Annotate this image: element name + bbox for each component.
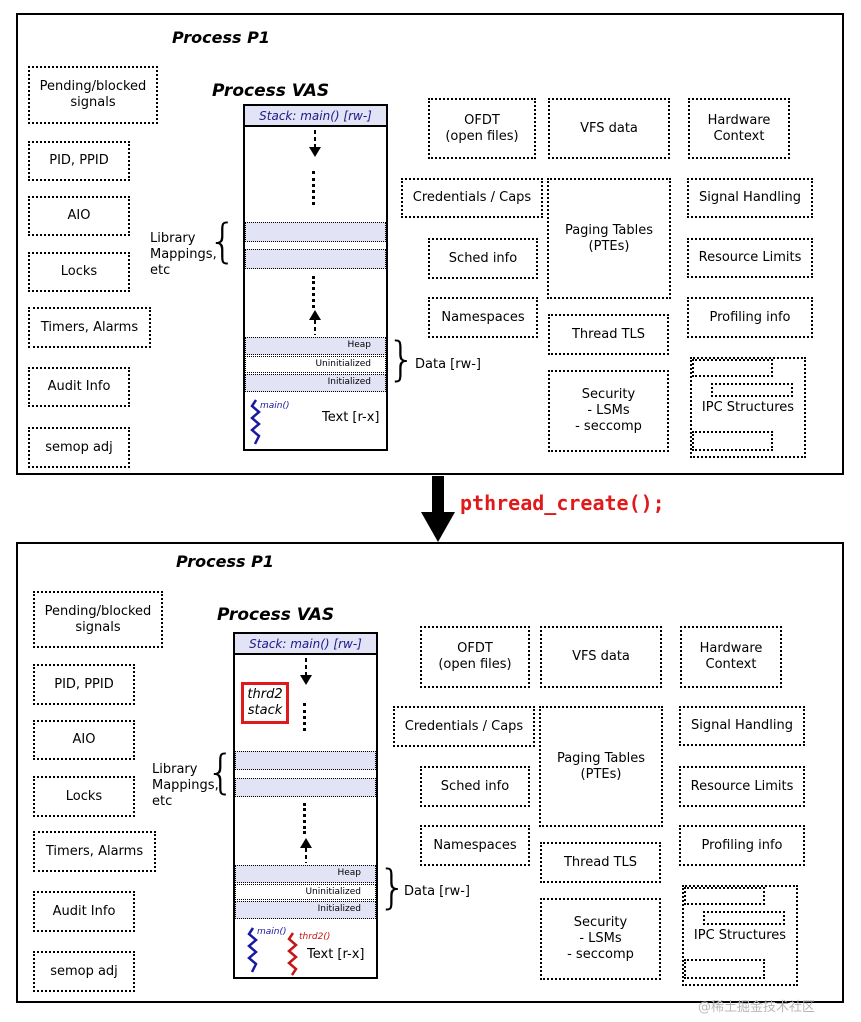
semop-box: semop adj (33, 951, 135, 992)
process-title: Process P1 (176, 552, 274, 571)
thread2-label: thrd2() (299, 932, 331, 942)
ipc-sub-box (711, 383, 793, 397)
uninitialized-segment: Uninitialized (245, 356, 386, 373)
gap-dots (303, 703, 307, 731)
data-segment-label: Data [rw-] (404, 884, 470, 899)
hardware-context-box: Hardware Context (688, 98, 790, 159)
library-mapping-segment (245, 222, 386, 242)
uninitialized-segment: Uninitialized (235, 884, 376, 900)
security-box: Security - LSMs - seccomp (540, 898, 661, 980)
main-stack-segment: Stack: main() [rw-] (233, 632, 378, 655)
resource-limits-box: Resource Limits (687, 238, 813, 278)
sched-info-box: Sched info (420, 766, 530, 807)
credentials-box: Credentials / Caps (401, 178, 543, 218)
main-thread-label: main() (260, 401, 290, 411)
ipc-sub-box (684, 959, 765, 979)
heap-grow-arrow (309, 310, 321, 335)
ipc-sub-box (692, 359, 773, 377)
process-title: Process P1 (172, 28, 270, 47)
heap-segment: Heap (235, 865, 376, 883)
gap-dots (312, 171, 316, 205)
data-brace: } (387, 332, 417, 386)
data-brace: } (378, 860, 408, 914)
library-mapping-segment (235, 751, 376, 770)
heap-segment: Heap (245, 337, 386, 355)
signal-handling-box: Signal Handling (687, 178, 813, 218)
main-stack-segment: Stack: main() [rw-] (243, 104, 388, 127)
signal-handling-box: Signal Handling (679, 706, 805, 746)
vas-title: Process VAS (217, 605, 335, 625)
thread-tls-box: Thread TLS (548, 314, 669, 355)
pid-box: PID, PPID (28, 141, 130, 181)
thread2-stack: thrd2 stack (241, 682, 289, 724)
ipc-sub-box (703, 911, 785, 925)
stack-grow-arrow (300, 658, 312, 685)
library-mapping-segment (235, 778, 376, 797)
audit-box: Audit Info (33, 891, 135, 932)
aio-box: AIO (28, 196, 130, 236)
main-thread-squiggle (247, 927, 258, 973)
vas-title: Process VAS (212, 81, 330, 101)
semop-box: semop adj (28, 427, 130, 468)
profiling-info-box: Profiling info (679, 825, 805, 866)
down-arrow (421, 476, 455, 542)
library-brace: { (206, 745, 236, 799)
library-brace: { (208, 214, 238, 268)
ofdt-box: OFDT (open files) (428, 98, 536, 159)
vfs-data-box: VFS data (540, 626, 662, 688)
thread2-squiggle (287, 932, 298, 976)
security-box: Security - LSMs - seccomp (548, 370, 669, 452)
paging-tables-box: Paging Tables (PTEs) (539, 706, 663, 827)
pending-signals-box: Pending/blocked signals (28, 66, 158, 124)
library-mapping-segment (245, 249, 386, 269)
sched-info-box: Sched info (428, 238, 538, 279)
gap-dots (312, 276, 316, 308)
ipc-sub-box (692, 431, 773, 451)
thread-tls-box: Thread TLS (540, 842, 661, 883)
vfs-data-box: VFS data (548, 98, 670, 159)
pthread-create-call: pthread_create(); (460, 491, 665, 515)
paging-tables-box: Paging Tables (PTEs) (547, 178, 671, 299)
timers-box: Timers, Alarms (33, 831, 156, 872)
profiling-info-box: Profiling info (687, 297, 813, 338)
watermark: @稀土掘金技术社区 (698, 1000, 816, 1015)
ipc-sub-box (684, 887, 765, 905)
process-vas (243, 104, 388, 451)
pid-box: PID, PPID (33, 664, 135, 705)
credentials-box: Credentials / Caps (393, 706, 535, 747)
namespaces-box: Namespaces (428, 297, 538, 338)
resource-limits-box: Resource Limits (679, 766, 805, 807)
locks-box: Locks (33, 776, 135, 817)
library-mappings-label: Library Mappings, etc (152, 762, 219, 809)
stack-grow-arrow (309, 130, 321, 157)
initialized-segment: Initialized (235, 901, 376, 919)
audit-box: Audit Info (28, 367, 130, 407)
text-segment-label: Text [r-x] (322, 410, 380, 425)
initialized-segment: Initialized (245, 374, 386, 392)
text-segment-label: Text [r-x] (307, 947, 365, 962)
locks-box: Locks (28, 252, 130, 292)
aio-box: AIO (33, 720, 135, 760)
timers-box: Timers, Alarms (28, 307, 151, 348)
main-thread-squiggle (250, 399, 261, 445)
library-mappings-label: Library Mappings, etc (150, 231, 217, 278)
ofdt-box: OFDT (open files) (420, 626, 530, 688)
pending-signals-box: Pending/blocked signals (33, 591, 163, 648)
namespaces-box: Namespaces (420, 825, 530, 866)
main-thread-label: main() (257, 927, 287, 937)
hardware-context-box: Hardware Context (680, 626, 782, 688)
data-segment-label: Data [rw-] (415, 357, 481, 372)
gap-dots (303, 803, 307, 834)
heap-grow-arrow (300, 838, 312, 863)
